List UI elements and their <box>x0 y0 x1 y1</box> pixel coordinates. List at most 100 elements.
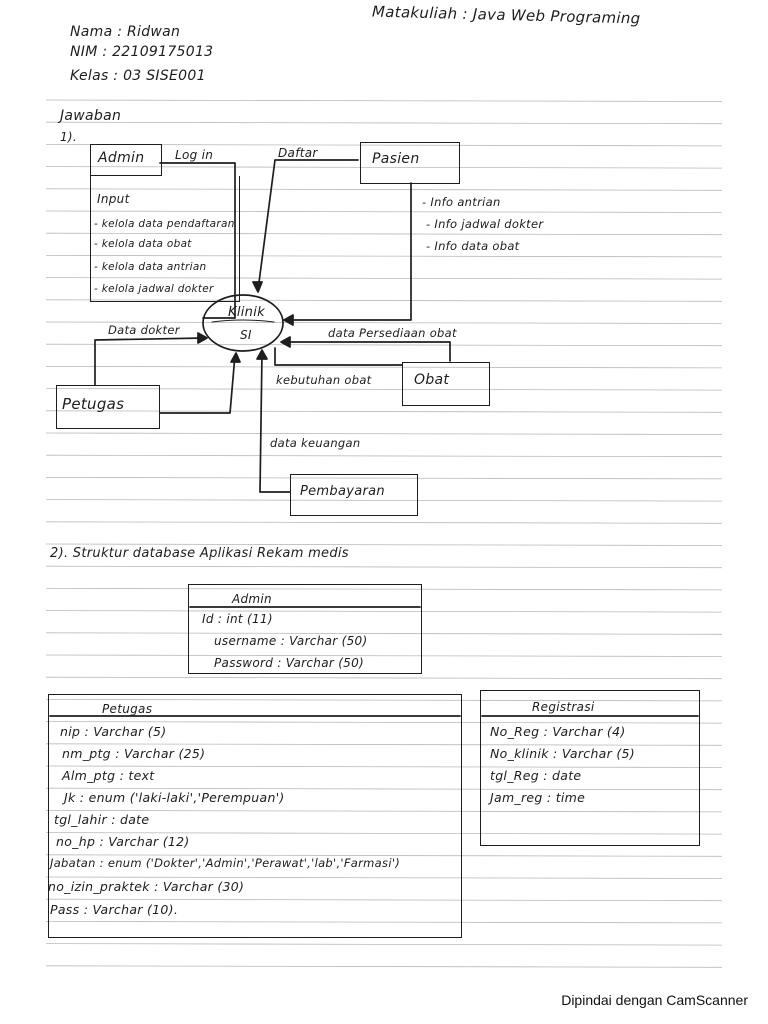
petugas-table-title: Petugas <box>102 702 153 716</box>
admin-item: - kelola jadwal dokter <box>94 283 214 295</box>
admin-table <box>188 584 422 674</box>
keuangan-arrow <box>259 351 291 493</box>
ruled-line <box>45 254 723 258</box>
pasien-label: Pasien <box>372 151 420 167</box>
registrasi-table-field: tgl_Reg : date <box>490 768 582 783</box>
admin-table-field: Password : Varchar (50) <box>214 656 365 670</box>
registrasi-table-field: No_Reg : Varchar (4) <box>490 724 626 739</box>
ruled-line <box>45 432 723 435</box>
admin-item: - kelola data antrian <box>94 261 207 273</box>
ruled-line <box>45 299 723 302</box>
ruled-line <box>45 743 723 746</box>
ruled-line <box>45 410 723 413</box>
petugas-table-field: Alm_ptg : text <box>62 768 155 783</box>
registrasi-table <box>480 690 700 846</box>
ruled-line <box>45 565 723 569</box>
ruled-line <box>45 832 723 835</box>
ruled-line <box>45 188 723 191</box>
admin-table-field: Id : int (11) <box>202 612 273 626</box>
login-arrow <box>159 162 236 319</box>
kebutuhan-label: kebutuhan obat <box>276 373 372 387</box>
persediaan-arrow <box>282 341 451 362</box>
obat-box <box>402 362 490 406</box>
daftar-arrow <box>257 159 359 291</box>
ruled-line <box>45 676 723 680</box>
ruled-line <box>45 499 723 502</box>
ruled-line <box>45 699 723 702</box>
ruled-line <box>45 521 723 524</box>
ruled-line <box>45 721 723 724</box>
ruled-line <box>45 232 723 236</box>
pasien-item: - Info jadwal dokter <box>426 217 544 231</box>
scanner-watermark: Dipindai dengan CamScanner <box>561 992 748 1008</box>
ruled-line <box>45 121 723 125</box>
admin-box <box>90 144 162 176</box>
ruled-line <box>45 166 723 169</box>
section2-heading: 2). Struktur database Aplikasi Rekam med… <box>50 546 349 561</box>
question-number-1: 1). <box>60 130 78 144</box>
admin-item: - kelola data obat <box>94 238 192 250</box>
ruled-line <box>45 277 723 280</box>
obat-label: Obat <box>414 372 450 388</box>
ruled-line <box>45 898 723 902</box>
ruled-line <box>45 365 723 369</box>
petugas-table <box>48 694 462 938</box>
data-dokter-label: Data dokter <box>108 323 180 337</box>
ruled-line <box>45 210 723 213</box>
ruled-line <box>45 388 723 391</box>
admin-input-box <box>90 176 240 302</box>
login-label: Log in <box>175 148 214 162</box>
pasien-info-arrow <box>284 182 412 321</box>
kebutuhan-arrow <box>274 347 403 366</box>
daftar-label: Daftar <box>278 146 318 160</box>
petugas-table-field: Pass : Varchar (10). <box>50 902 179 917</box>
petugas-table-field: nip : Varchar (5) <box>60 724 167 739</box>
petugas-line <box>159 354 236 414</box>
ruled-line <box>45 787 723 791</box>
ruled-line <box>45 476 723 480</box>
registrasi-table-title: Registrasi <box>532 700 595 714</box>
pembayaran-box <box>290 474 418 516</box>
pembayaran-label: Pembayaran <box>300 484 385 499</box>
ruled-line <box>45 943 723 946</box>
pasien-item: - Info data obat <box>426 239 520 253</box>
admin-item: - kelola data pendaftaran <box>94 218 235 230</box>
ruled-line <box>45 876 723 879</box>
petugas-label: Petugas <box>62 395 125 413</box>
ruled-line <box>45 454 723 458</box>
data-persediaan-label: data Persediaan obat <box>328 326 457 340</box>
ruled-line <box>45 654 723 657</box>
registrasi-table-field: Jam_reg : time <box>490 790 586 805</box>
pasien-item: - Info antrian <box>422 195 501 209</box>
klinik-label: Klinik <box>228 305 265 320</box>
data-keuangan-label: data keuangan <box>270 436 361 450</box>
ruled-line <box>45 321 723 324</box>
student-name: Nama : Ridwan <box>70 24 181 40</box>
data-dokter-arrow <box>94 337 206 386</box>
petugas-table-field: no_hp : Varchar (12) <box>56 834 190 849</box>
ruled-line <box>45 854 723 857</box>
ruled-line <box>45 965 723 968</box>
ruled-line <box>45 610 723 613</box>
petugas-box <box>56 385 160 429</box>
pasien-box <box>360 142 460 184</box>
petugas-table-field: tgl_lahir : date <box>54 812 150 827</box>
admin-table-title: Admin <box>232 592 272 606</box>
registrasi-table-field: No_klinik : Varchar (5) <box>490 746 635 761</box>
petugas-table-field: nm_ptg : Varchar (25) <box>62 746 206 761</box>
klinik-label-si: SI <box>240 328 252 342</box>
student-nim: NIM : 22109175013 <box>70 44 214 60</box>
petugas-table-field: Jabatan : enum ('Dokter','Admin','Perawa… <box>50 856 401 870</box>
ruled-line <box>45 632 723 635</box>
answer-heading: Jawaban <box>60 108 122 124</box>
petugas-table-field: Jk : enum ('laki-laki','Perempuan') <box>64 790 285 805</box>
admin-label: Admin <box>98 150 145 166</box>
ruled-line <box>45 99 723 102</box>
ruled-line <box>45 810 723 813</box>
petugas-table-field: no_izin_praktek : Varchar (30) <box>48 879 245 894</box>
admin-table-field: username : Varchar (50) <box>214 634 368 648</box>
ruled-line <box>45 921 723 924</box>
student-class: Kelas : 03 SISE001 <box>70 68 206 84</box>
klinik-ellipse <box>202 294 284 352</box>
